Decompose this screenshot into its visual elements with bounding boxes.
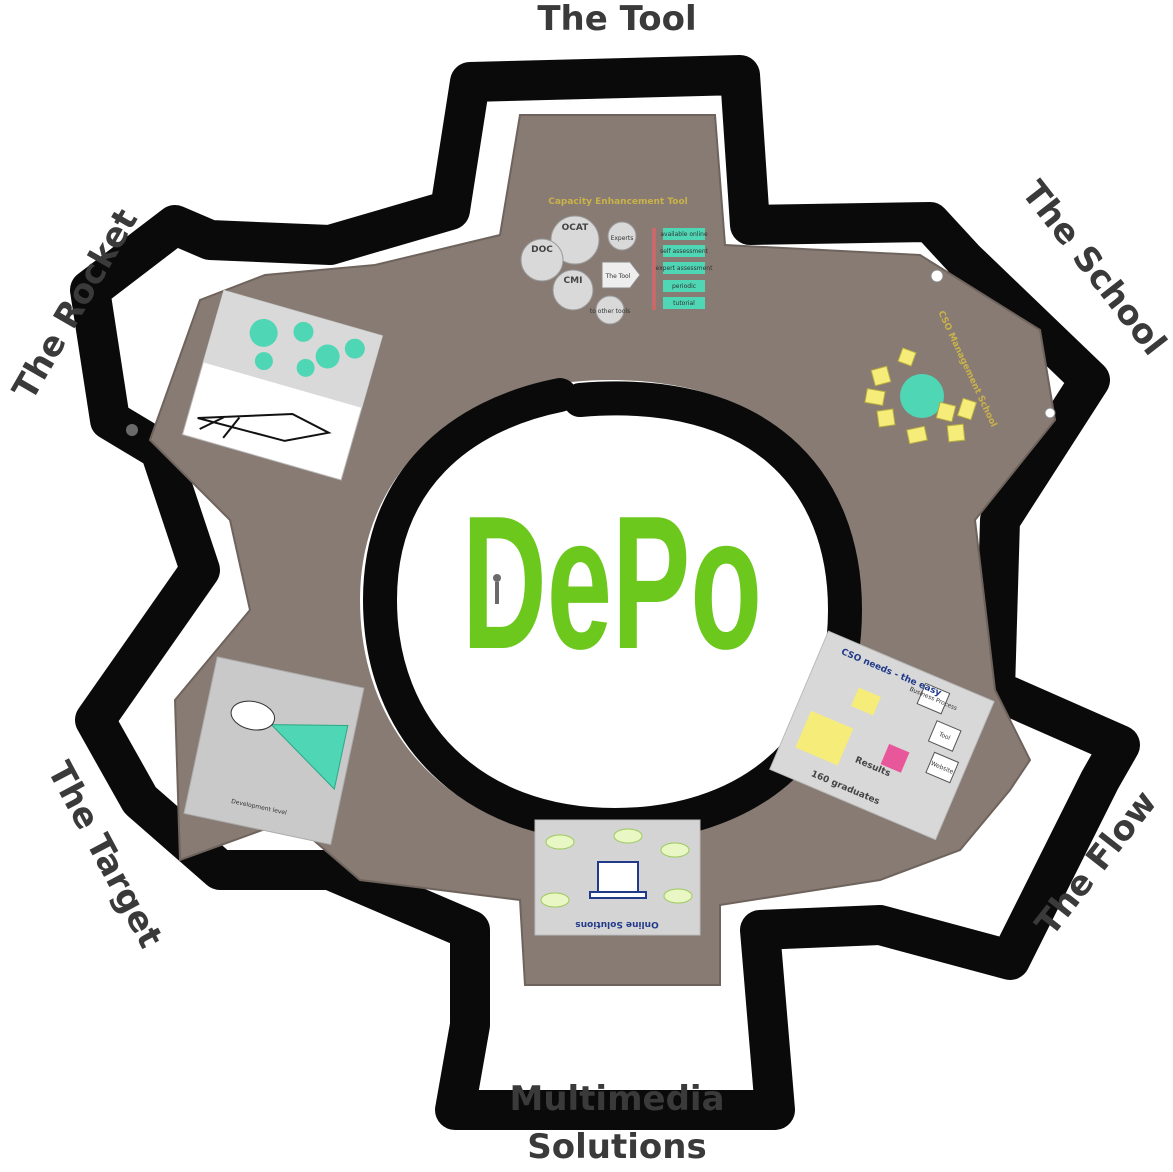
small-dot-left-icon xyxy=(126,424,138,436)
target-slide-bg xyxy=(183,656,365,846)
flow-slide-bg xyxy=(769,630,995,841)
sticky-notes xyxy=(864,347,978,445)
svg-text:available online: available online xyxy=(660,231,708,238)
node-experts xyxy=(607,221,637,251)
center-title: DePo xyxy=(462,477,762,689)
svg-text:tutorial: tutorial xyxy=(673,300,695,307)
label-multimedia: Multimedia xyxy=(509,1079,724,1119)
speech-bubble xyxy=(230,700,276,731)
cloud-icons xyxy=(540,828,693,908)
svg-text:DOC: DOC xyxy=(531,245,553,255)
multimedia-slide: Online Solutions xyxy=(534,819,701,936)
tool-slide-divider xyxy=(652,228,656,310)
tool-slide-title: Capacity Enhancement Tool xyxy=(548,197,688,207)
inner-ring-white xyxy=(360,380,860,840)
flow-yellow-note xyxy=(850,687,881,716)
svg-text:OCAT: OCAT xyxy=(562,223,590,233)
tool-slide: Capacity Enhancement Tool OCAT DOC CMI E… xyxy=(520,197,714,325)
svg-text:The Tool: The Tool xyxy=(605,273,631,280)
target-slide: Development level xyxy=(183,656,365,846)
svg-text:self assessment: self assessment xyxy=(660,248,709,255)
gear-outline xyxy=(70,55,1140,1130)
flow-pink-note xyxy=(880,743,910,773)
node-cmi xyxy=(552,269,594,311)
rocket-drawing xyxy=(197,412,332,442)
flow-sticky-note xyxy=(795,710,854,766)
node-doc xyxy=(520,238,564,282)
svg-text:expert assessment: expert assessment xyxy=(656,265,714,272)
flow-slide: Business Process Tool Website CSO needs … xyxy=(769,630,995,841)
svg-text:to other tools: to other tools xyxy=(590,308,630,315)
label-the-rocket: The Rocket xyxy=(5,202,146,406)
label-solutions: Solutions xyxy=(527,1127,706,1167)
node-the-tool xyxy=(601,261,641,289)
school-hub xyxy=(900,374,944,418)
tool-feature-boxes: available online self assessment expert … xyxy=(656,228,714,309)
svg-text:periodic: periodic xyxy=(672,283,696,290)
svg-text:Experts: Experts xyxy=(611,235,634,242)
label-the-tool: The Tool xyxy=(537,0,696,39)
small-circle-icon xyxy=(930,269,944,283)
rocket-circles xyxy=(249,318,365,377)
pyramid-shape xyxy=(270,724,349,791)
svg-text:Tool: Tool xyxy=(937,731,952,743)
rocket-slide xyxy=(181,289,384,481)
laptop-icon xyxy=(597,861,639,893)
node-other-tools xyxy=(595,295,625,325)
node-ocat xyxy=(550,215,600,265)
small-dot-icon xyxy=(1044,407,1056,419)
svg-text:CMI: CMI xyxy=(564,276,583,286)
multimedia-slide-title: Online Solutions xyxy=(575,919,658,929)
small-figure-icon xyxy=(493,574,501,604)
